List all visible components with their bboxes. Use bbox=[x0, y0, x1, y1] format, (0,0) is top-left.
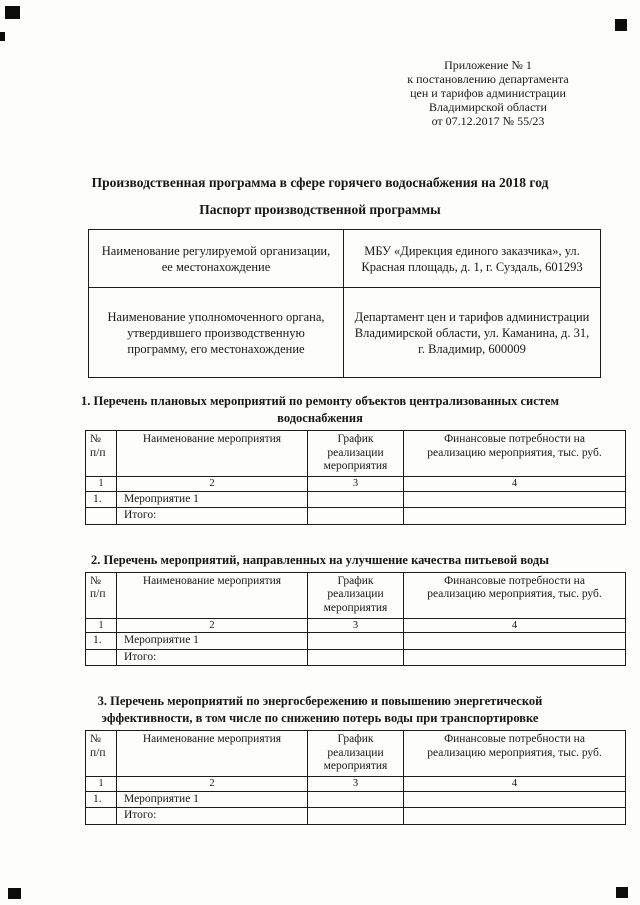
section-heading-1: 1. Перечень плановых мероприятий по ремо… bbox=[81, 394, 559, 425]
col-header-schedule: График реализации мероприятия bbox=[307, 430, 404, 477]
cell-cost bbox=[403, 507, 626, 525]
cell-schedule bbox=[307, 490, 404, 508]
column-number-row: 1 2 3 4 bbox=[85, 617, 626, 633]
passport-value: Департамент цен и тарифов администрации … bbox=[343, 287, 601, 378]
cell-name: Мероприятие 1 bbox=[116, 790, 308, 808]
scan-artifact bbox=[0, 32, 5, 41]
col-number: 3 bbox=[307, 476, 404, 492]
appendix-line: Владимирской области bbox=[429, 100, 547, 114]
col-header-name: Наименование мероприятия bbox=[116, 730, 308, 777]
table-row: 1. Мероприятие 1 bbox=[85, 790, 626, 808]
section-heading-3: 3. Перечень мероприятий по энергосбереже… bbox=[97, 694, 543, 725]
appendix-line: цен и тарифов администрации bbox=[410, 86, 566, 100]
cell-num: 1. bbox=[85, 790, 117, 808]
passport-value: МБУ «Дирекция единого заказчика», ул. Кр… bbox=[343, 229, 601, 288]
appendix-block: Приложение № 1 к постановлению департаме… bbox=[382, 58, 594, 128]
scan-artifact bbox=[5, 6, 20, 19]
col-header-name: Наименование мероприятия bbox=[116, 571, 308, 619]
column-number-row: 1 2 3 4 bbox=[85, 476, 626, 492]
col-number: 1 bbox=[85, 476, 117, 492]
table-header-row: № п/п Наименование мероприятия График ре… bbox=[85, 730, 626, 777]
col-number: 1 bbox=[85, 776, 117, 792]
cell-num bbox=[85, 807, 117, 825]
table-row: Итого: bbox=[85, 648, 626, 666]
cell-name: Итого: bbox=[116, 648, 308, 666]
passport-table: Наименование регулируемой организации, е… bbox=[88, 229, 601, 378]
col-number: 4 bbox=[403, 476, 626, 492]
col-header-cost: Финансовые потребности на реализацию мер… bbox=[403, 730, 626, 777]
col-header-cost: Финансовые потребности на реализацию мер… bbox=[403, 430, 626, 477]
cell-cost bbox=[403, 790, 626, 808]
scan-artifact bbox=[8, 888, 21, 899]
appendix-line: Приложение № 1 bbox=[444, 58, 532, 72]
cell-cost bbox=[403, 807, 626, 825]
col-header-name: Наименование мероприятия bbox=[116, 430, 308, 477]
cell-name: Итого: bbox=[116, 507, 308, 525]
cell-cost bbox=[403, 632, 626, 650]
col-header-num: № п/п bbox=[85, 430, 117, 477]
passport-label: Наименование уполномоченного органа, утв… bbox=[88, 287, 344, 378]
section-heading-2: 2. Перечень мероприятий, направленных на… bbox=[91, 552, 549, 567]
document-subtitle: Паспорт производственной программы bbox=[199, 202, 441, 217]
col-header-cost: Финансовые потребности на реализацию мер… bbox=[403, 571, 626, 619]
measures-table-2: № п/п Наименование мероприятия График ре… bbox=[85, 571, 626, 667]
measures-table-3: № п/п Наименование мероприятия График ре… bbox=[85, 730, 626, 825]
cell-num: 1. bbox=[85, 632, 117, 650]
cell-num bbox=[85, 648, 117, 666]
table-row: 1. Мероприятие 1 bbox=[85, 490, 626, 508]
col-header-num: № п/п bbox=[85, 730, 117, 777]
scan-artifact bbox=[615, 19, 627, 31]
cell-schedule bbox=[307, 632, 404, 650]
passport-label: Наименование регулируемой организации, е… bbox=[88, 229, 344, 288]
column-number-row: 1 2 3 4 bbox=[85, 776, 626, 792]
col-header-schedule: График реализации мероприятия bbox=[307, 571, 404, 619]
table-row: Наименование регулируемой организации, е… bbox=[88, 229, 601, 288]
col-number: 4 bbox=[403, 776, 626, 792]
cell-num bbox=[85, 507, 117, 525]
cell-name: Мероприятие 1 bbox=[116, 490, 308, 508]
col-number: 1 bbox=[85, 617, 117, 633]
cell-name: Итого: bbox=[116, 807, 308, 825]
col-number: 2 bbox=[116, 617, 308, 633]
cell-num: 1. bbox=[85, 490, 117, 508]
col-number: 4 bbox=[403, 617, 626, 633]
table-row: Итого: bbox=[85, 507, 626, 525]
cell-cost bbox=[403, 648, 626, 666]
cell-schedule bbox=[307, 790, 404, 808]
table-header-row: № п/п Наименование мероприятия График ре… bbox=[85, 571, 626, 619]
cell-schedule bbox=[307, 507, 404, 525]
table-row: Наименование уполномоченного органа, утв… bbox=[88, 287, 601, 378]
table-header-row: № п/п Наименование мероприятия График ре… bbox=[85, 430, 626, 477]
col-number: 3 bbox=[307, 617, 404, 633]
col-number: 3 bbox=[307, 776, 404, 792]
document-title: Производственная программа в сфере горяч… bbox=[91, 175, 549, 190]
measures-table-1: № п/п Наименование мероприятия График ре… bbox=[85, 430, 626, 525]
col-header-schedule: График реализации мероприятия bbox=[307, 730, 404, 777]
table-row: Итого: bbox=[85, 807, 626, 825]
cell-schedule bbox=[307, 648, 404, 666]
scan-artifact bbox=[616, 887, 628, 898]
col-number: 2 bbox=[116, 776, 308, 792]
cell-schedule bbox=[307, 807, 404, 825]
col-number: 2 bbox=[116, 476, 308, 492]
cell-cost bbox=[403, 490, 626, 508]
col-header-num: № п/п bbox=[85, 571, 117, 619]
appendix-line: от 07.12.2017 № 55/23 bbox=[431, 114, 545, 128]
appendix-line: к постановлению департамента bbox=[407, 72, 569, 86]
table-row: 1. Мероприятие 1 bbox=[85, 632, 626, 650]
cell-name: Мероприятие 1 bbox=[116, 632, 308, 650]
